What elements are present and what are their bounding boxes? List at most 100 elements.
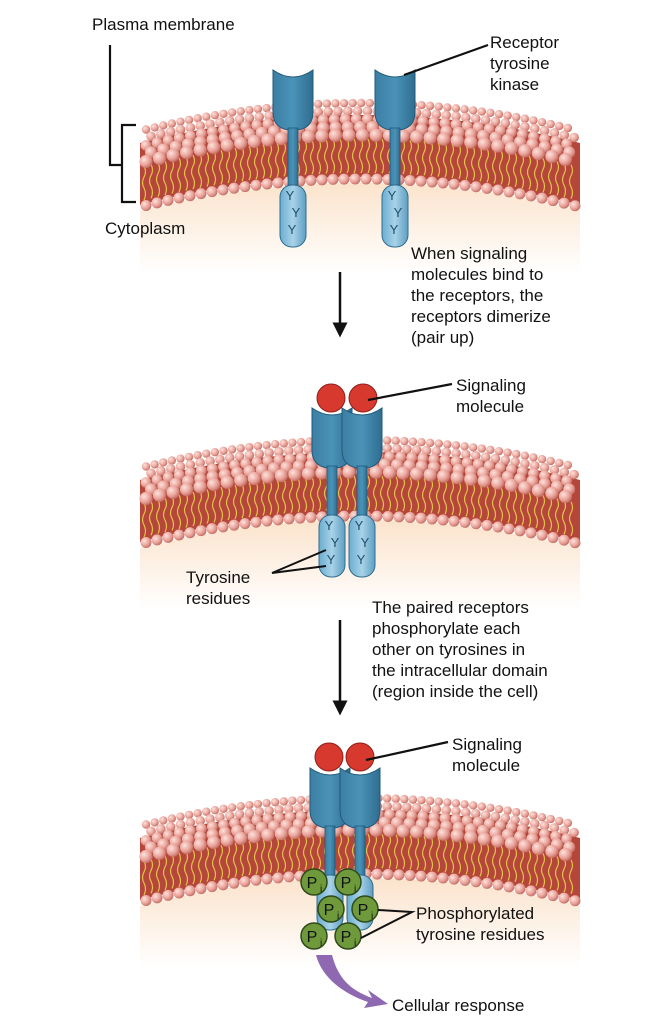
lipid-head: [393, 511, 405, 523]
lipid-head: [202, 807, 211, 816]
lipid-head: [173, 469, 185, 481]
lipid-head: [382, 443, 392, 454]
lipid-head: [274, 805, 284, 815]
lipid-head: [491, 834, 505, 848]
lipid-tail: [414, 140, 420, 176]
lipid-tail: [155, 499, 161, 534]
lipid-tail: [295, 477, 301, 513]
lipid-head: [273, 454, 285, 466]
lipid-head: [382, 436, 392, 445]
lipid-head: [547, 890, 559, 902]
lipid-head: [261, 515, 273, 527]
lipid-tail: [470, 146, 476, 181]
lipid-tail: [414, 835, 420, 871]
lipid-tail: [162, 160, 168, 196]
lipid-head: [166, 485, 180, 499]
lipid-head: [349, 173, 361, 185]
lipid-tail: [540, 158, 546, 193]
lipid-head: [261, 828, 275, 842]
lipid-head: [563, 460, 573, 470]
lipid-head: [234, 136, 248, 150]
lipid-tail: [547, 159, 553, 195]
lipid-head: [408, 795, 418, 804]
lipid-head: [357, 98, 366, 108]
lipid-head: [227, 108, 237, 117]
phosphate-glyph: P: [341, 875, 352, 892]
phosphate-circle: [300, 868, 328, 896]
lipid-tail: [274, 837, 280, 873]
caption-phosphorylate: The paired receptors phosphorylate each …: [372, 598, 548, 701]
lipid-head: [273, 812, 285, 824]
lipid-head: [490, 116, 501, 127]
tyrosine-glyph: Y: [327, 552, 336, 567]
lipid-head: [146, 131, 156, 142]
lipid-head: [400, 794, 409, 804]
lipid-head: [236, 444, 245, 453]
lipid-head: [549, 465, 560, 475]
lipid-head: [477, 107, 486, 116]
lipid-head: [531, 146, 545, 161]
tyrosine-glyph: Y: [325, 518, 334, 533]
lipid-head: [193, 114, 202, 123]
phosphate-circle: [334, 922, 362, 950]
lipid-head: [494, 109, 504, 119]
lipid-tail: [239, 841, 245, 877]
lipid-tail: [176, 852, 182, 888]
signaling-molecule: [316, 383, 346, 413]
lipid-head: [421, 445, 432, 456]
lipid-head: [434, 102, 443, 111]
lipid-head: [184, 115, 194, 125]
lipid-tail: [155, 857, 161, 892]
lipid-tail: [393, 476, 399, 512]
lipid-head: [512, 807, 521, 817]
lipid-head: [274, 447, 284, 457]
lipid-head: [470, 181, 482, 193]
lipid-head: [547, 195, 559, 207]
lipid-head: [146, 826, 156, 837]
lipid-head: [224, 811, 235, 821]
lipid-head: [520, 809, 530, 818]
lipid-tail: [337, 833, 343, 869]
lipid-tail: [491, 486, 497, 521]
lipid-head: [167, 119, 177, 128]
lipid-tail: [428, 836, 434, 872]
intracellular-domain: [348, 514, 376, 578]
lipid-head: [293, 445, 304, 455]
lipid-head: [451, 799, 461, 808]
lipid-head: [514, 525, 526, 537]
lipid-head: [217, 521, 229, 533]
lipid-head: [425, 101, 435, 111]
lipid-head: [272, 514, 284, 526]
lipid-head: [279, 439, 288, 448]
lipid-head: [244, 450, 255, 460]
lipid-tail: [246, 145, 252, 181]
lipid-tail: [519, 848, 525, 884]
lipid-head: [411, 803, 422, 813]
lipid-head: [500, 118, 511, 129]
lipid-head: [202, 449, 211, 458]
lipid-head: [173, 192, 185, 204]
lipid-head: [417, 437, 426, 447]
lipid-head: [369, 823, 383, 837]
lipid-tail: [197, 153, 203, 189]
lipid-tail: [148, 859, 154, 894]
lipid-head: [423, 131, 437, 145]
lipid-head: [234, 451, 245, 462]
lipid-tail: [148, 164, 154, 199]
lipid-head: [423, 468, 437, 482]
lipid-head: [301, 129, 315, 144]
lipid-head: [392, 443, 402, 454]
lipid-tail: [316, 139, 322, 175]
lipid-head: [461, 449, 471, 460]
lipid-head: [228, 519, 240, 531]
lipid-head: [296, 795, 306, 805]
lipid-head: [162, 194, 174, 206]
lipid-tail: [400, 476, 406, 512]
lipid-tail: [568, 501, 574, 537]
lipid-head: [451, 448, 461, 459]
lipid-head: [250, 179, 262, 191]
lipid-head: [140, 894, 152, 906]
lipid-head: [195, 188, 207, 200]
